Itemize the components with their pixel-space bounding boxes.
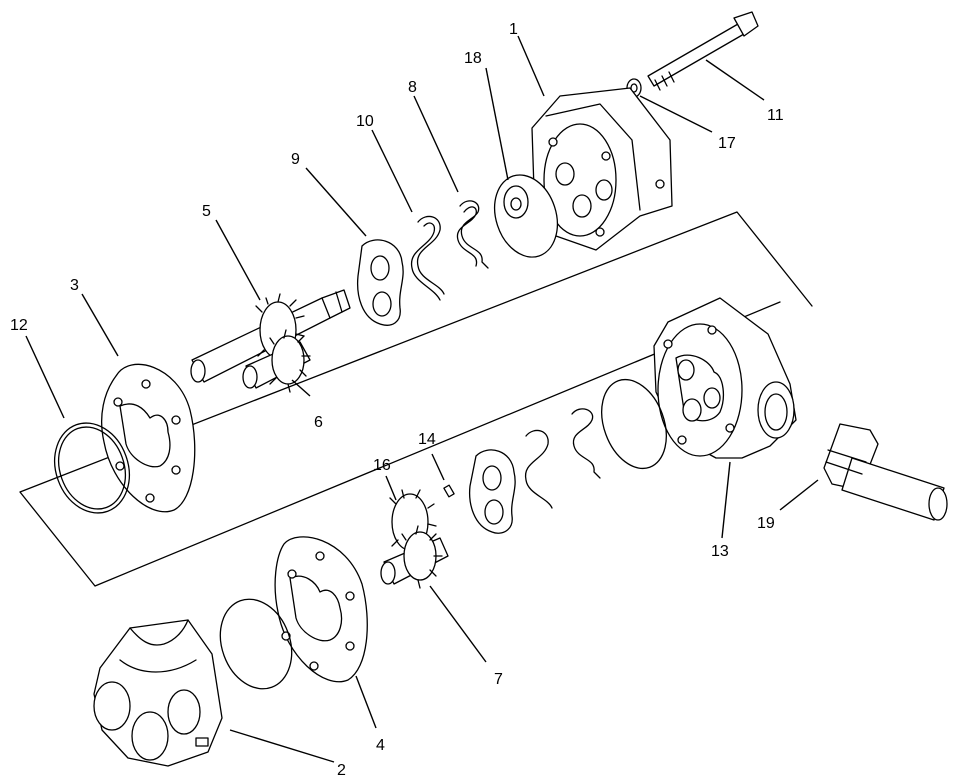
front-cover-part xyxy=(531,87,673,251)
callout-2: 2 xyxy=(337,762,346,779)
o-ring-part xyxy=(54,422,130,514)
leader-lines xyxy=(25,35,819,763)
seal-disc-part xyxy=(494,174,558,258)
wear-plate-part xyxy=(356,239,404,326)
driven-gear-part xyxy=(242,329,311,393)
callout-14: 14 xyxy=(418,431,436,448)
callout-16: 16 xyxy=(373,457,391,474)
callout-12: 12 xyxy=(10,317,28,334)
group-bracket xyxy=(19,211,813,587)
fitting-part xyxy=(823,423,948,521)
callout-8: 8 xyxy=(408,79,417,96)
rear-housing-part xyxy=(653,297,797,459)
callout-6: 6 xyxy=(314,414,323,431)
callout-13: 13 xyxy=(711,543,729,560)
wear-plate-lower-part xyxy=(468,449,516,534)
callout-9: 9 xyxy=(291,151,300,168)
backup-gasket-lower-part xyxy=(524,429,553,509)
callout-11: 11 xyxy=(767,107,784,124)
callout-18: 18 xyxy=(464,50,482,67)
callout-1: 1 xyxy=(509,21,518,38)
end-cover-part xyxy=(93,619,223,767)
callout-7: 7 xyxy=(494,671,503,688)
callout-5: 5 xyxy=(202,203,211,220)
o-ring-lower-part xyxy=(219,598,293,690)
wire-seal-part xyxy=(456,200,489,269)
lower-housing-part xyxy=(274,536,368,683)
callout-3: 3 xyxy=(70,277,79,294)
wire-seal-lower-part xyxy=(571,408,601,479)
backup-gasket-part xyxy=(410,215,445,301)
callout-10: 10 xyxy=(356,113,374,130)
callout-labels: 1 2 3 4 5 6 7 8 9 10 11 12 13 14 16 17 1… xyxy=(10,21,784,779)
callout-19: 19 xyxy=(757,515,775,532)
callout-17: 17 xyxy=(718,135,736,152)
o-ring-rear-part xyxy=(601,378,667,470)
key-part xyxy=(443,484,455,498)
callout-4: 4 xyxy=(376,737,385,754)
gear-set-lower-part xyxy=(380,489,449,589)
bolt-part xyxy=(647,11,759,91)
